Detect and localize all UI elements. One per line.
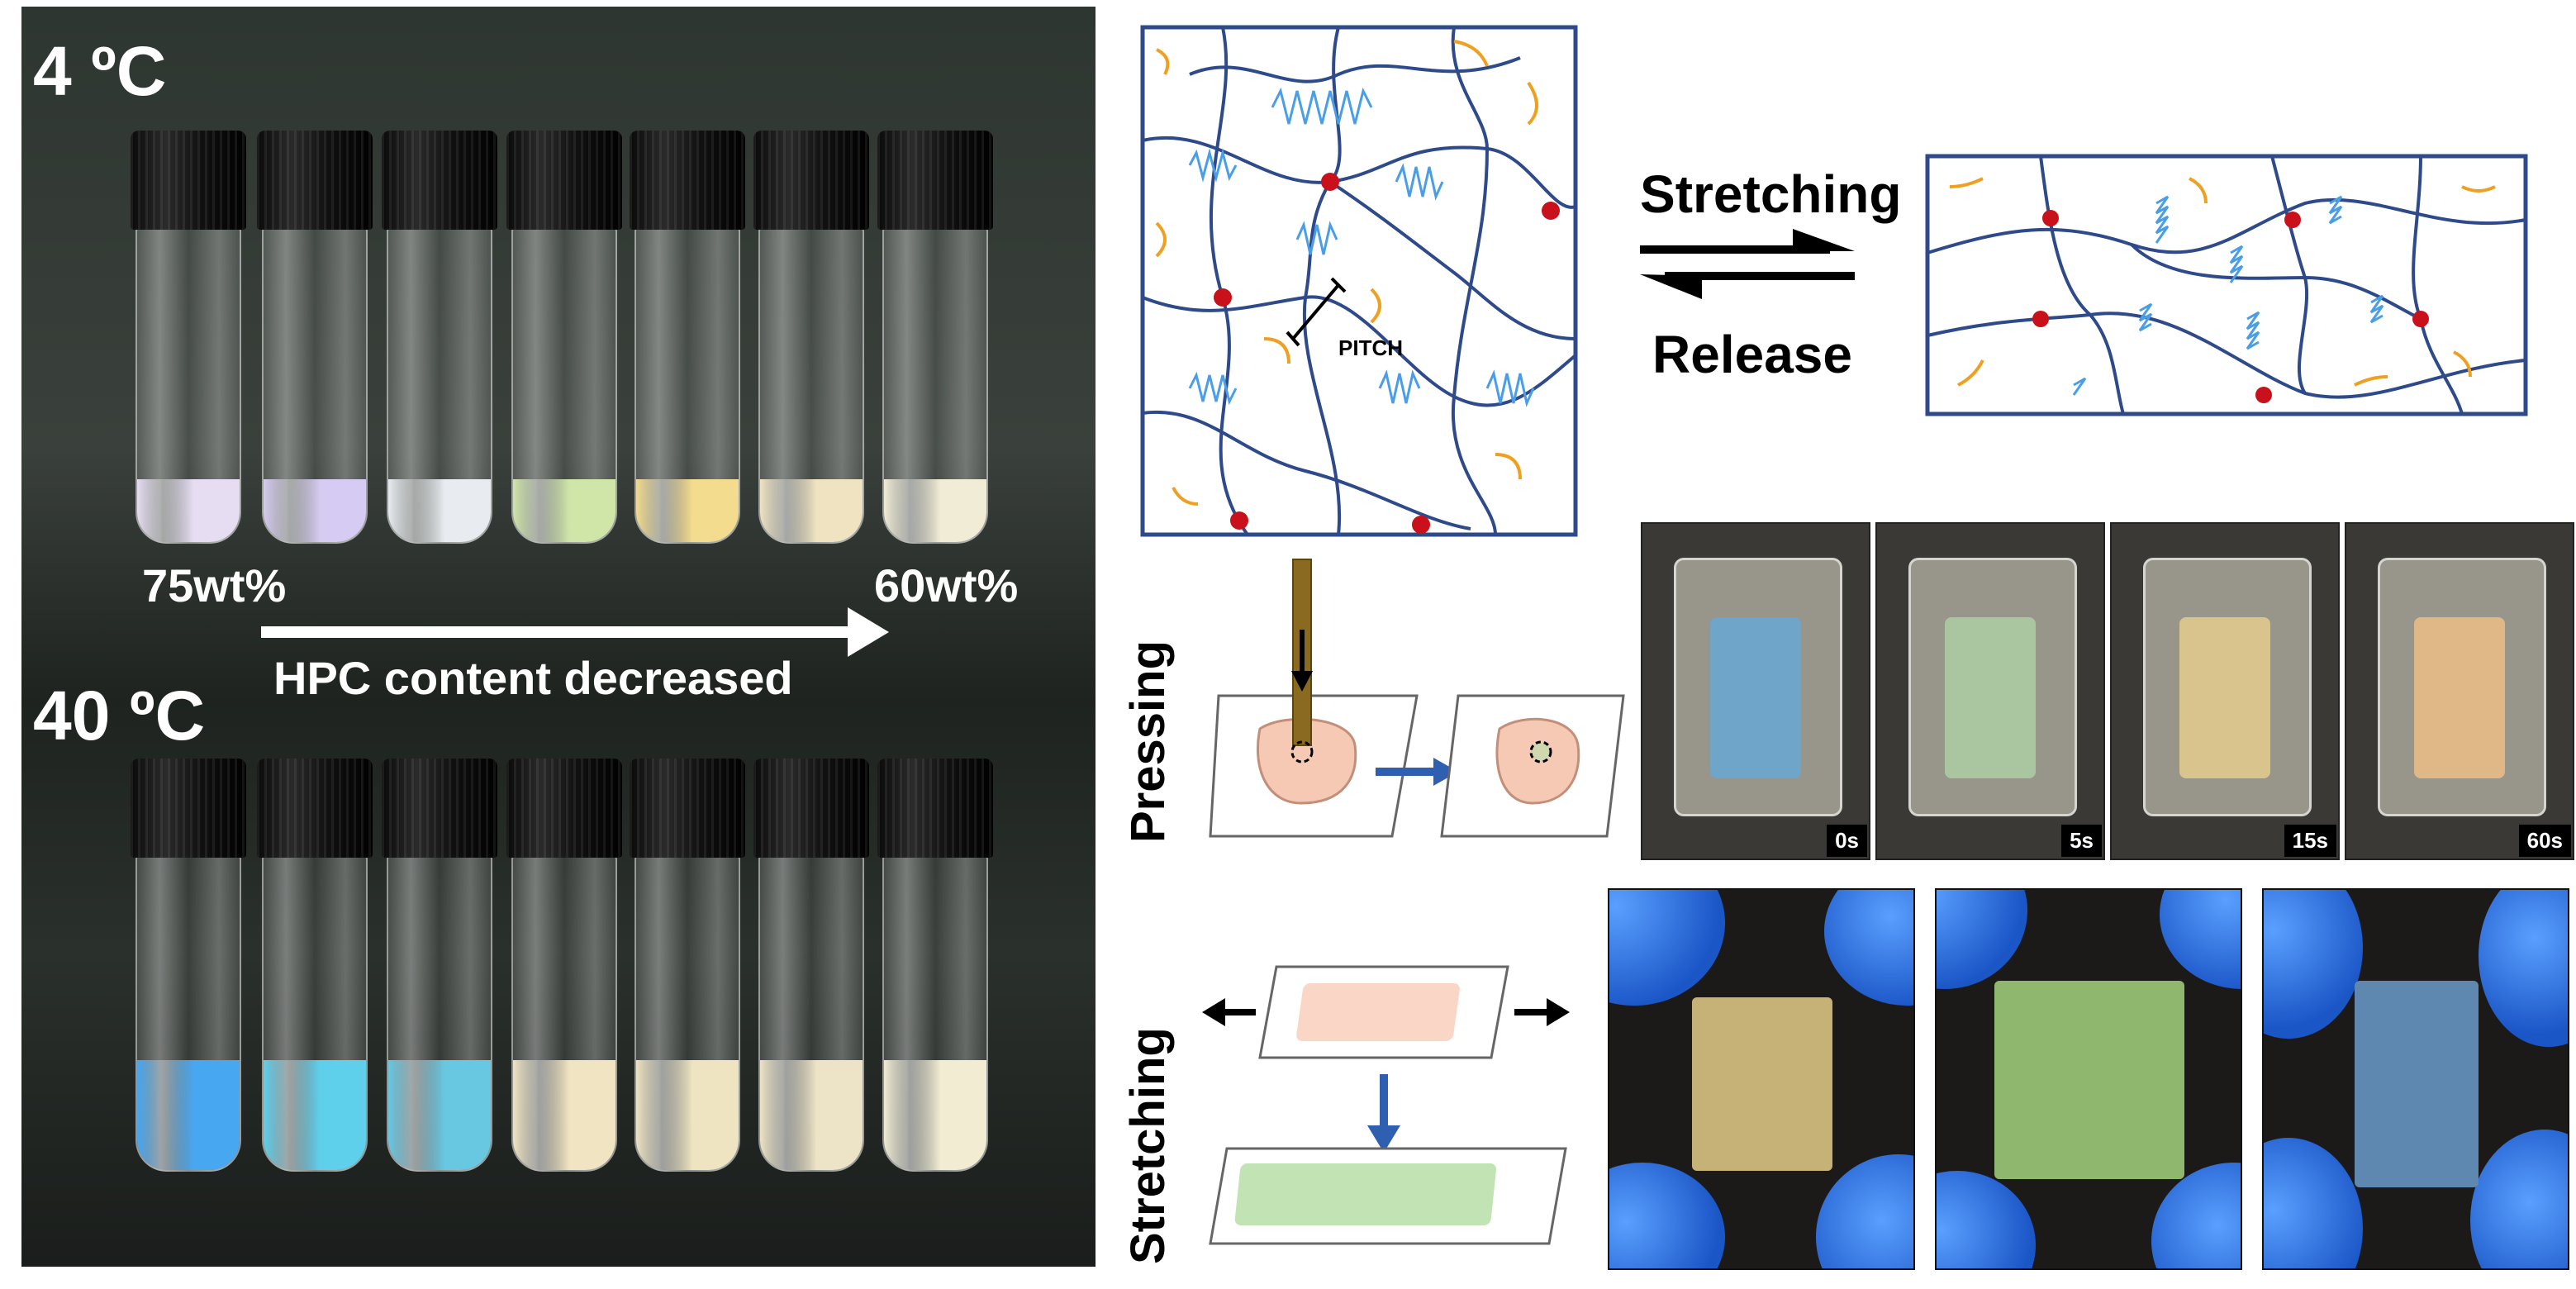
temperature-label-top: 4 ºC [33, 32, 167, 110]
film-swatch [1994, 981, 2184, 1179]
vial-glass [511, 854, 617, 1172]
stretching-schematic [1202, 965, 1570, 1245]
vial-cap [506, 759, 622, 858]
pressing-photo-0s: 0s [1641, 522, 1870, 860]
stretching-photo-3 [2262, 888, 2569, 1270]
vial-contents [388, 1060, 491, 1170]
vial [877, 759, 993, 1172]
time-badge: 60s [2518, 825, 2571, 857]
vial-contents [636, 1060, 739, 1170]
vial-contents [264, 479, 366, 542]
vial-cap [753, 131, 869, 230]
pressing-photo-5s: 5s [1875, 522, 2105, 860]
vial-cap [506, 131, 622, 230]
content-arrow [261, 607, 889, 657]
film-swatch [1710, 617, 1801, 778]
stretching-label: Stretching [1640, 164, 1902, 224]
vial-cap [630, 759, 745, 858]
vial-glass [882, 226, 988, 544]
film-swatch [2414, 617, 2505, 778]
vial-cap [877, 131, 993, 230]
vial-cap [877, 759, 993, 858]
vial-contents [137, 479, 240, 542]
vial-cap [753, 759, 869, 858]
vial-glass [758, 854, 864, 1172]
vial [753, 759, 869, 1172]
pressing-photo-60s: 60s [2345, 522, 2574, 860]
vial-glass [634, 854, 740, 1172]
hpc-content-caption: HPC content decreased [273, 652, 793, 704]
vial-contents [137, 1060, 240, 1170]
vial [257, 759, 373, 1172]
vial-glass [634, 226, 740, 544]
film-swatch [2179, 617, 2270, 778]
vial-glass [387, 854, 492, 1172]
film-swatch [1945, 617, 2036, 778]
stretching-photo-2 [1935, 888, 2242, 1270]
vial-contents [388, 479, 491, 542]
relaxed-network-diagram: PITCH [1140, 25, 1578, 537]
vial [131, 131, 246, 544]
vial-photo: 4 ºC 75wt% 60wt% HPC content decreased 4… [21, 7, 1096, 1267]
vial [630, 759, 745, 1172]
equilibrium-arrows [1640, 229, 1855, 299]
pressing-photo-15s: 15s [2110, 522, 2340, 860]
vial [506, 131, 622, 544]
vial [382, 759, 497, 1172]
vial-glass [882, 854, 988, 1172]
vial [753, 131, 869, 544]
vial-glass [758, 226, 864, 544]
stretching-photo-1 [1608, 888, 1915, 1270]
time-badge: 15s [2284, 825, 2336, 857]
vial [131, 759, 246, 1172]
vial [630, 131, 745, 544]
vial-glass [262, 854, 368, 1172]
vial-glass [262, 226, 368, 544]
vial-contents [636, 479, 739, 542]
vial [877, 131, 993, 544]
vial-cap [131, 759, 246, 858]
vial-glass [135, 854, 241, 1172]
vial-cap [382, 759, 497, 858]
time-badge: 5s [2061, 825, 2102, 857]
vial [506, 759, 622, 1172]
vial [257, 131, 373, 544]
vial-cap [630, 131, 745, 230]
vial-glass [511, 226, 617, 544]
vial-cap [257, 759, 373, 858]
pressing-side-label: Pressing [1121, 640, 1175, 843]
pressing-schematic [1209, 559, 1625, 838]
vial-glass [387, 226, 492, 544]
stretched-network-diagram [1925, 154, 2528, 416]
film-swatch [2355, 981, 2479, 1187]
temperature-label-bottom: 40 ºC [33, 677, 206, 754]
vial-cap [257, 131, 373, 230]
concentration-label-left: 75wt% [142, 559, 287, 611]
concentration-label-right: 60wt% [874, 559, 1019, 611]
release-label: Release [1652, 325, 1852, 384]
vial-glass [135, 226, 241, 544]
vial-contents [760, 479, 863, 542]
vial-contents [264, 1060, 366, 1170]
stretching-side-label: Stretching [1121, 1027, 1175, 1264]
vial-cap [131, 131, 246, 230]
vial-contents [513, 1060, 615, 1170]
vial [382, 131, 497, 544]
vial-contents [760, 1060, 863, 1170]
film-swatch [1692, 997, 1832, 1171]
vial-contents [884, 479, 986, 542]
pitch-label: PITCH [1338, 335, 1403, 360]
vial-cap [382, 131, 497, 230]
vial-contents [513, 479, 615, 542]
vial-contents [884, 1060, 986, 1170]
time-badge: 0s [1827, 825, 1867, 857]
